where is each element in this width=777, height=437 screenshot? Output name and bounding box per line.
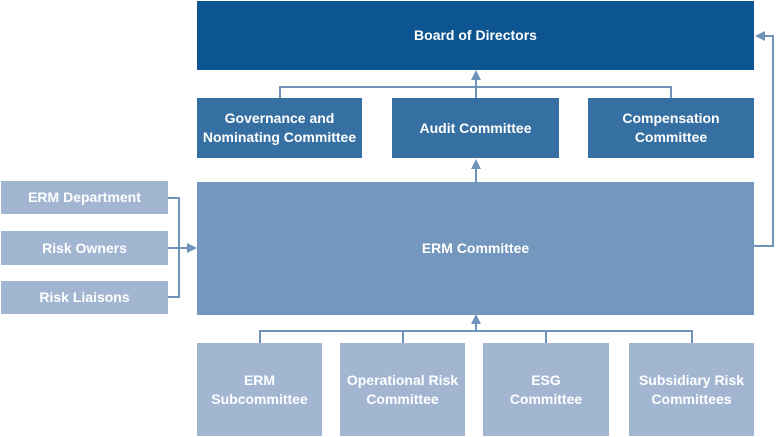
board-of-directors-box: Board of Directors <box>197 1 754 70</box>
erm-subcommittee-box: ERM Subcommittee <box>197 343 322 436</box>
subsidiary-risk-committees-label: Subsidiary Risk Committees <box>638 371 745 407</box>
risk-liaisons-label: Risk Liaisons <box>39 289 130 305</box>
compensation-committee-label: Compensation Committee <box>622 110 720 145</box>
esg-committee-box: ESG Committee <box>483 343 609 436</box>
erm-to-board-connector <box>754 31 774 247</box>
esg-committee-label: ESG Committee <box>509 371 583 407</box>
subcommittees-to-erm-connector <box>259 330 693 343</box>
risk-owners-label: Risk Owners <box>42 239 127 256</box>
board-of-directors-label: Board of Directors <box>414 27 537 43</box>
erm-committee-label: ERM Committee <box>421 240 530 256</box>
operational-risk-committee-label: Operational Risk Committee <box>346 371 459 407</box>
audit-committee-label: Audit Committee <box>419 119 532 136</box>
compensation-committee-box: Compensation Committee <box>588 98 754 158</box>
subsidiary-risk-committees-box: Subsidiary Risk Committees <box>629 343 754 436</box>
audit-committee-box: Audit Committee <box>392 98 559 158</box>
erm-department-label: ERM Department <box>28 189 141 205</box>
governance-committee-label: Governance and Nominating Committee <box>202 110 357 145</box>
governance-committee-box: Governance and Nominating Committee <box>197 98 362 158</box>
erm-committee-box: ERM Committee <box>197 182 754 315</box>
risk-liaisons-box: Risk Liaisons <box>1 281 168 314</box>
erm-subcommittee-label: ERM Subcommittee <box>211 371 308 407</box>
risk-owners-box: Risk Owners <box>1 231 168 265</box>
inputs-bracket-connector <box>168 197 180 298</box>
operational-risk-committee-box: Operational Risk Committee <box>340 343 465 436</box>
erm-department-box: ERM Department <box>1 181 168 214</box>
